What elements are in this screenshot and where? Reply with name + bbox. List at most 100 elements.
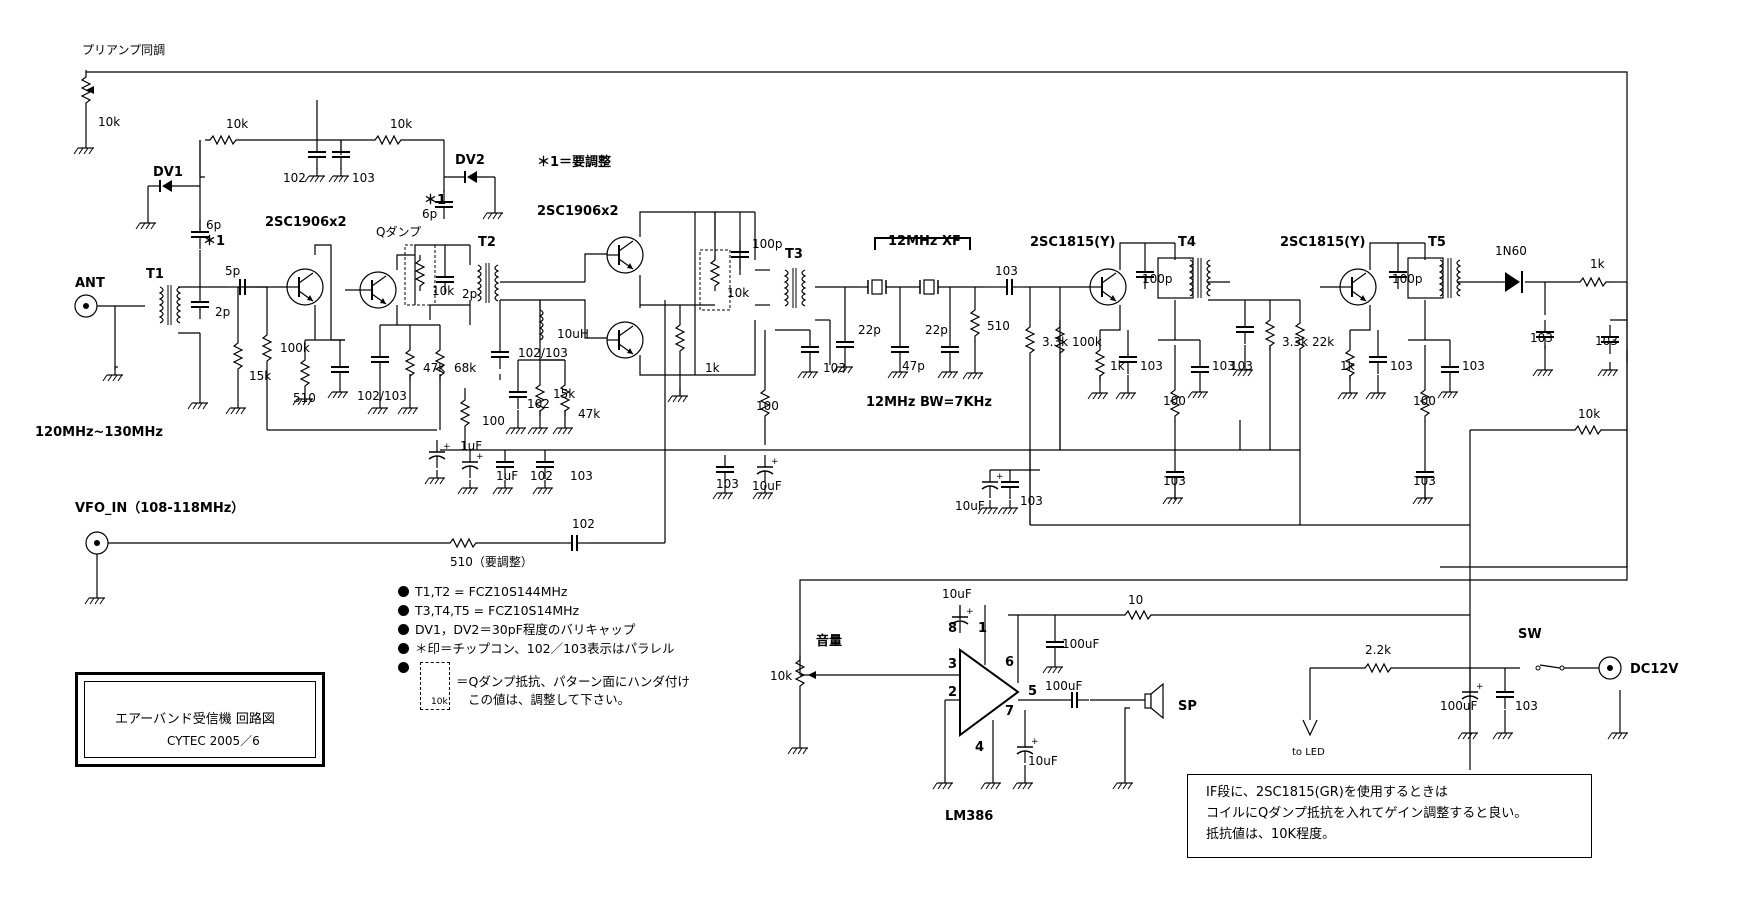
label-r100k-b: 100k	[1072, 335, 1102, 349]
label-r10: 10	[1128, 593, 1143, 607]
label-c102-vfo: 102	[572, 517, 595, 531]
label-2sc1906x2-b: 2SC1906x2	[537, 204, 619, 219]
label-c100p-b: 100p	[1142, 272, 1173, 286]
label-r2-2k: 2.2k	[1365, 643, 1391, 657]
label-r-10k-b: 10k	[390, 117, 412, 131]
note-line-1: T1,T2 = FCZ10S144MHz	[398, 582, 674, 601]
components	[73, 71, 1629, 790]
label-r1k-c: 1k	[1340, 359, 1355, 373]
label-pin7: 7	[1005, 704, 1014, 719]
label-c102-103-a: 102/103	[357, 389, 407, 403]
label-c22p-b: 22p	[925, 323, 948, 337]
if-note-box: IF段に、2SC1815(GR)を使用するときは コイルにQダンプ抵抗を入れてゲ…	[1187, 774, 1592, 858]
if-note-line-2: コイルにQダンプ抵抗を入れてゲイン調整すると良い。	[1206, 806, 1528, 821]
label-c102-low: 102	[530, 469, 553, 483]
label-r100k-a: 100k	[280, 341, 310, 355]
label-r3-3k-b: 3.3k	[1282, 335, 1308, 349]
title-block: エアーバンド受信機 回路図 CYTEC 2005／6	[75, 672, 325, 767]
label-dv1: DV1	[153, 165, 183, 180]
label-dc12v: DC12V	[1630, 662, 1678, 677]
label-c6p-a-mark: ＊1	[203, 234, 225, 249]
label-c1uf-a: 1uF	[460, 439, 482, 453]
label-r3-3k-a: 3.3k	[1042, 335, 1068, 349]
label-c6p-b: 6p	[422, 207, 437, 221]
label-t3: T3	[785, 247, 803, 262]
component-labels: プリアンプ同調 10k 10k 10k DV1 DV2 ＊1＝要調整 102 1…	[35, 43, 1678, 824]
label-r47k-b: 47k	[578, 407, 600, 421]
label-dv2: DV2	[455, 153, 485, 168]
note-line-4: ＊印＝チップコン、102／103表示はパラレル	[398, 639, 674, 658]
label-r47k-a: 47k	[423, 361, 445, 375]
label-c10uf-a: 10uF	[752, 479, 782, 493]
component-notes: T1,T2 = FCZ10S144MHz T3,T4,T5 = FCZ10S14…	[398, 582, 690, 710]
label-c103-top: 103	[352, 171, 375, 185]
label-freq-range: 120MHz~130MHz	[35, 425, 163, 440]
label-r15k-a: 15k	[249, 369, 271, 383]
label-r10k-damp2: 10k	[727, 286, 749, 300]
label-pin5: 5	[1028, 684, 1037, 699]
label-r10k-damp: 10k	[432, 284, 454, 298]
label-r1k-b: 1k	[1110, 359, 1125, 373]
wiring	[85, 70, 1628, 775]
label-vfo-in: VFO_IN（108-118MHz）	[75, 500, 244, 516]
label-c103-xf: 103	[995, 264, 1018, 278]
label-r100-d: 100	[1413, 394, 1436, 408]
label-to-led: to LED	[1292, 747, 1325, 758]
label-r100-c: 100	[1163, 394, 1186, 408]
label-pin8: 8	[948, 621, 957, 636]
label-preamp-tuning: プリアンプ同調	[82, 43, 165, 57]
label-c103-d: 103	[1163, 474, 1186, 488]
label-adjust-note: ＊1＝要調整	[537, 154, 612, 170]
label-c10uf-b: 10uF	[955, 499, 985, 513]
label-c103-j: 103	[1462, 359, 1485, 373]
label-c100uf-c: 100uF	[1440, 699, 1478, 713]
label-c6p-b-mark: ＊1	[424, 193, 446, 208]
label-c100uf-a: 100uF	[1062, 637, 1100, 651]
label-2sc1815-a: 2SC1815(Y)	[1030, 235, 1115, 250]
label-c102-103-b: 102/103	[518, 346, 568, 360]
label-c103-f: 103	[1212, 359, 1235, 373]
label-2sc1906x2-a: 2SC1906x2	[265, 215, 347, 230]
label-r10k-vol: 10k	[770, 669, 792, 683]
label-r-10k-pot: 10k	[98, 115, 120, 129]
note-line-2: T3,T4,T5 = FCZ10S14MHz	[398, 601, 674, 620]
label-r1k-d: 1k	[1590, 257, 1605, 271]
label-pin4: 4	[975, 740, 984, 755]
label-c103-g: 103	[1020, 494, 1043, 508]
label-r68k: 68k	[454, 361, 476, 375]
label-ant: ANT	[75, 276, 105, 291]
label-c10uf-d: 10uF	[1028, 754, 1058, 768]
label-r510-b: 510	[987, 319, 1010, 333]
label-t2: T2	[478, 235, 496, 250]
label-r100-a: 100	[482, 414, 505, 428]
label-c100p-a: 100p	[752, 237, 783, 251]
label-r100-b: 100	[756, 399, 779, 413]
label-c2p-b: 2p	[462, 287, 477, 301]
label-2sc1815-b: 2SC1815(Y)	[1280, 235, 1365, 250]
label-pin3: 3	[948, 657, 957, 672]
label-r1k-a: 1k	[705, 361, 720, 375]
label-q-damp: Qダンプ	[376, 224, 421, 239]
label-c100uf-b: 100uF	[1045, 679, 1083, 693]
label-c103-h: 103	[1390, 359, 1413, 373]
label-sp: SP	[1178, 699, 1197, 714]
label-c103-b: 103	[716, 477, 739, 491]
label-c103-l: 103	[1595, 334, 1618, 348]
label-c5p: 5p	[225, 264, 240, 278]
label-c6p-a: 6p	[206, 218, 221, 232]
if-note-line-1: IF段に、2SC1815(GR)を使用するときは	[1206, 785, 1448, 800]
label-c100p-c: 100p	[1392, 272, 1423, 286]
label-r-10k-a: 10k	[226, 117, 248, 131]
label-r510-adj: 510（要調整）	[450, 554, 533, 569]
label-c103-low: 103	[570, 469, 593, 483]
title-text: エアーバンド受信機 回路図	[115, 712, 275, 727]
label-c103-t3: 103	[823, 361, 846, 375]
label-r15k-b: 15k	[553, 387, 575, 401]
label-c103-i: 103	[1413, 474, 1436, 488]
label-c102-top: 102	[283, 171, 306, 185]
label-pin2: 2	[948, 685, 957, 700]
label-c47p: 47p	[902, 359, 925, 373]
label-volume: 音量	[816, 633, 842, 649]
label-pin1: 1	[978, 621, 987, 636]
